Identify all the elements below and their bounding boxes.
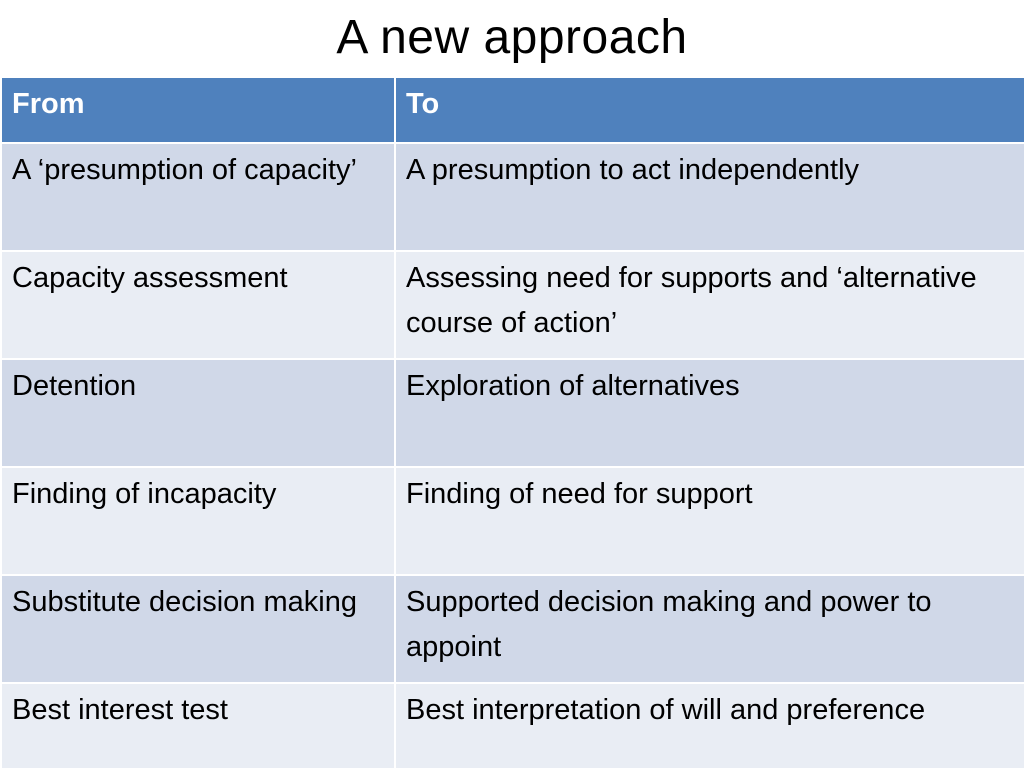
to-cell: Exploration of alternatives bbox=[394, 358, 1024, 468]
column-header-from: From bbox=[0, 76, 396, 144]
from-cell: Substitute decision making bbox=[0, 574, 396, 684]
table-row: Best interest test Best interpretation o… bbox=[0, 682, 1024, 768]
from-cell: Best interest test bbox=[0, 682, 396, 768]
page-title: A new approach bbox=[336, 11, 688, 64]
table-row: A ‘presumption of capacity’ A presumptio… bbox=[0, 142, 1024, 252]
table-row: Capacity assessment Assessing need for s… bbox=[0, 250, 1024, 360]
comparison-table: From To A ‘presumption of capacity’ A pr… bbox=[0, 76, 1024, 768]
from-cell: A ‘presumption of capacity’ bbox=[0, 142, 396, 252]
table-row: Detention Exploration of alternatives bbox=[0, 358, 1024, 468]
column-header-to: To bbox=[394, 76, 1024, 144]
to-cell: Supported decision making and power to a… bbox=[394, 574, 1024, 684]
table-row: Substitute decision making Supported dec… bbox=[0, 574, 1024, 684]
to-cell: Best interpretation of will and preferen… bbox=[394, 682, 1024, 768]
from-cell: Capacity assessment bbox=[0, 250, 396, 360]
table-header-row: From To bbox=[0, 76, 1024, 144]
from-cell: Detention bbox=[0, 358, 396, 468]
to-cell: Assessing need for supports and ‘alterna… bbox=[394, 250, 1024, 360]
to-cell: A presumption to act independently bbox=[394, 142, 1024, 252]
to-cell: Finding of need for support bbox=[394, 466, 1024, 576]
table-row: Finding of incapacity Finding of need fo… bbox=[0, 466, 1024, 576]
from-cell: Finding of incapacity bbox=[0, 466, 396, 576]
